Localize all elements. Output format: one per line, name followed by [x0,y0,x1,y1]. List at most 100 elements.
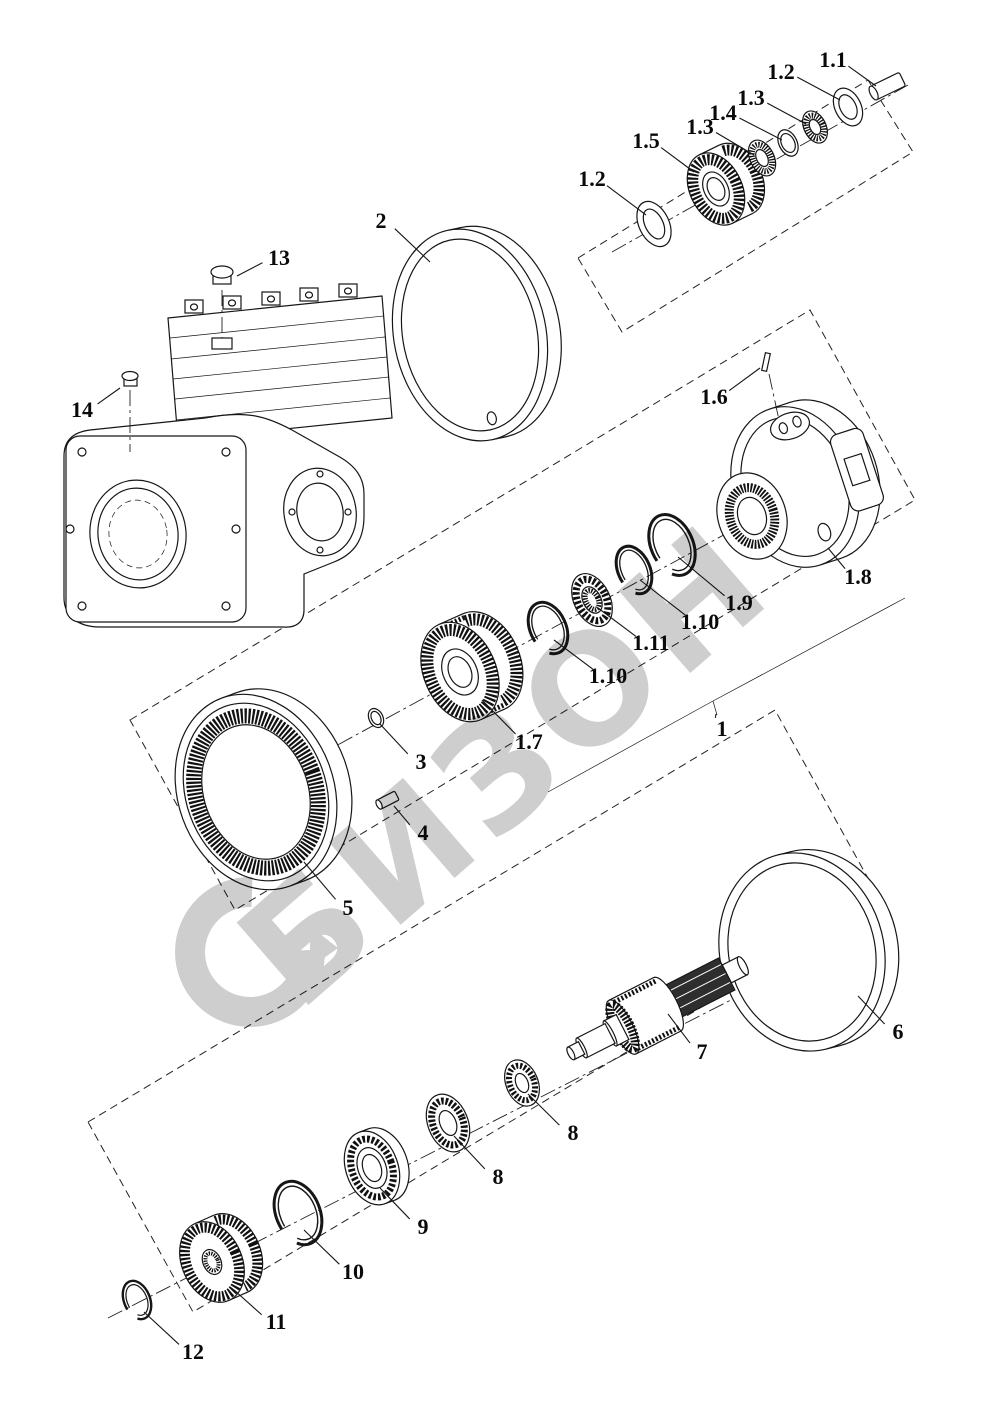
leader-line [453,1135,486,1170]
leader-line [394,228,431,263]
callout-9: 9 [418,1214,429,1239]
leader-line [677,556,725,597]
housing-bolt-holes [65,447,241,611]
needle-bearing-1-3-left [747,139,777,177]
ring-3 [367,707,385,729]
housing-top-tabs [184,283,358,314]
leader-line [848,65,877,87]
leader-line [667,1013,691,1044]
leader-line [827,547,846,570]
callout-6: 6 [893,1019,904,1044]
leader-line [303,861,336,900]
snap-ring-10 [272,1179,324,1247]
callout-1.10: 1.10 [681,609,720,634]
leader-line [767,102,807,125]
watermark-logo-swoosh [175,876,326,1027]
housing-bore [89,479,187,589]
gear-11 [179,1213,264,1303]
leader-line [606,185,647,216]
callout-layer: 1.11.21.31.41.31.51.2213141.61.81.91.101… [71,47,904,1364]
carrier-spline-hub [716,472,788,560]
snap-ring-1-10-left [526,600,570,656]
leader-line [639,579,686,616]
leader-line [481,699,516,735]
ring-2 [391,225,562,442]
callout-1.8: 1.8 [844,564,872,589]
snap-ring-1-9 [647,513,697,577]
callout-1.9: 1.9 [725,590,753,615]
ring-1-4 [777,129,799,157]
carrier-top-boss [769,411,811,441]
callout-1.7: 1.7 [515,729,543,754]
pin-1-6 [760,351,772,373]
callout-8: 8 [493,1164,504,1189]
callout-5: 5 [343,895,354,920]
leader-line [797,76,841,101]
washer-1-2-right [832,87,864,127]
leader-lines [97,65,886,1345]
callout-14: 14 [71,397,93,422]
callout-1.2: 1.2 [767,59,795,84]
ring-gear-5 [174,688,353,891]
leader-line [527,1093,560,1126]
plug-13 [210,265,234,338]
leader-line [393,805,411,826]
gear-1-7 [420,611,524,723]
boundary-top-group [577,79,914,333]
watermark-logo-arrow [310,926,338,968]
callout-1.5: 1.5 [632,128,660,153]
snap-ring-12 [121,1279,153,1321]
leader-line [379,723,409,755]
leader-line [233,1289,263,1316]
bearing-8-left [425,1093,471,1153]
callout-1.6: 1.6 [700,384,728,409]
leader-line [714,713,717,718]
callout-12: 12 [182,1339,204,1364]
callout-10: 10 [342,1259,364,1284]
callout-1: 1 [717,716,728,741]
callout-13: 13 [268,245,290,270]
housing-right-flange [283,467,357,557]
leader-line [715,132,755,156]
leader-line [97,387,121,405]
needle-bearing-1-3-right [802,110,828,144]
callout-4: 4 [418,820,429,845]
pin-1-1 [868,72,906,101]
callout-1.10: 1.10 [589,663,628,688]
leader-line [739,117,783,141]
ring-6 [718,848,900,1052]
carrier-clamp-plate [829,427,884,512]
washer-1-2-left [636,200,672,248]
assembly-1-bracket [547,597,906,793]
callout-1.2: 1.2 [578,166,606,191]
transmission-housing [63,283,393,628]
callout-1.4: 1.4 [709,100,737,125]
callout-2: 2 [376,208,387,233]
bearing-9 [343,1127,410,1206]
leader-line [553,639,594,670]
callout-8: 8 [568,1120,579,1145]
callout-1.3: 1.3 [686,114,714,139]
shaft-7 [566,956,749,1061]
callout-1.3: 1.3 [737,85,765,110]
leader-line [597,607,637,637]
leader-line [660,147,695,173]
plug-14 [121,370,139,452]
bearing-1-11 [571,573,613,627]
housing-top-boss [211,337,233,350]
pin-4 [375,790,400,810]
gear-1-5 [686,142,766,226]
snap-ring-1-10-right [614,544,654,596]
bearing-8-right [504,1059,540,1107]
leader-line [379,1187,411,1220]
leader-line [236,262,263,277]
leader-line [143,1311,180,1345]
callout-1.11: 1.11 [632,630,669,655]
leader-line [303,1229,340,1265]
leader-line [728,367,761,392]
callout-1.1: 1.1 [819,47,847,72]
planet-carrier-1-8 [716,351,884,568]
callout-11: 11 [266,1309,287,1334]
